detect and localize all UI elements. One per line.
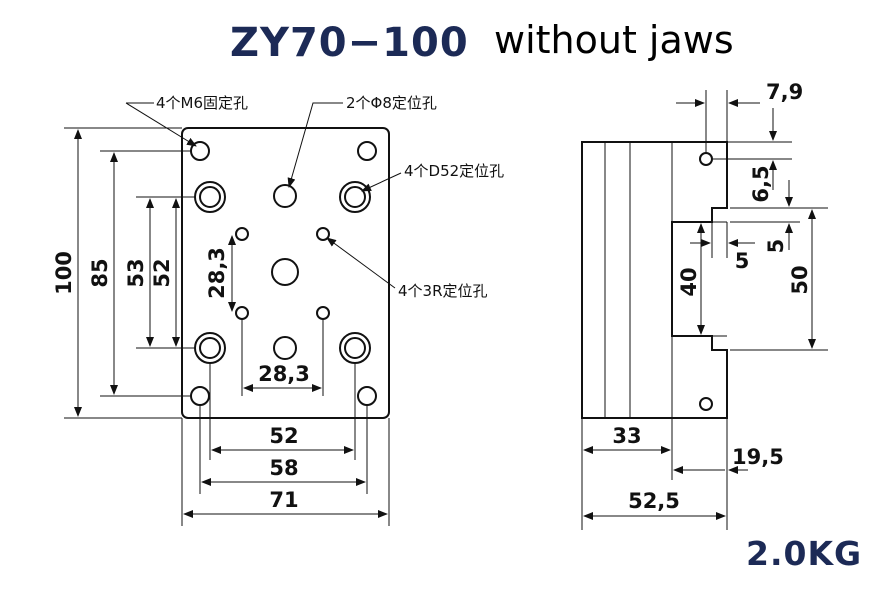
m6-hole-bl xyxy=(190,386,210,406)
d52-hole-tr xyxy=(339,181,371,213)
dim-28-3-v: 28,3 xyxy=(205,247,229,299)
dim-100: 100 xyxy=(52,251,76,295)
r3-hole-br xyxy=(316,306,330,320)
dim-28-3-h: 28,3 xyxy=(258,362,310,386)
callout-3r: 4个3R定位孔 xyxy=(398,282,488,300)
callout-m6: 4个M6固定孔 xyxy=(156,94,248,112)
dim-53: 53 xyxy=(124,258,148,287)
dim-50: 50 xyxy=(788,265,812,294)
callout-d52: 4个D52定位孔 xyxy=(404,162,504,180)
m6-hole-br xyxy=(357,386,377,406)
r3-hole-tr xyxy=(316,227,330,241)
front-plate-outline xyxy=(181,127,390,419)
dim-52-w: 52 xyxy=(269,424,298,448)
model-title: ZY70−100 xyxy=(230,20,469,66)
side-hole-top xyxy=(699,152,713,166)
phi8-pin-bottom xyxy=(273,336,297,360)
d52-hole-br xyxy=(339,332,371,364)
side-view: 7,9 6,5 5 5 40 50 xyxy=(581,80,828,530)
title-note: without jaws xyxy=(494,18,734,62)
weight-label: 2.0KG xyxy=(746,534,863,573)
dim-52-5: 52,5 xyxy=(628,489,680,513)
dim-5-vert: 5 xyxy=(764,239,788,254)
m6-hole-tr xyxy=(357,141,377,161)
r3-hole-tl xyxy=(235,227,249,241)
dim-85: 85 xyxy=(88,258,112,287)
front-view: 100 85 53 52 28,3 28,3 52 58 71 4个M6固定孔 … xyxy=(52,94,504,526)
dim-6-5: 6,5 xyxy=(749,165,773,202)
phi8-pin-top xyxy=(273,184,297,208)
d52-hole-bl xyxy=(194,332,226,364)
callout-phi8: 2个Φ8定位孔 xyxy=(346,94,437,112)
dim-33: 33 xyxy=(612,424,641,448)
dim-40: 40 xyxy=(677,267,701,296)
d52-hole-tl xyxy=(194,181,226,213)
dim-7-9: 7,9 xyxy=(766,80,803,104)
dim-19-5: 19,5 xyxy=(732,445,784,469)
side-body-outline xyxy=(581,141,728,419)
dim-5-horiz: 5 xyxy=(735,249,750,273)
r3-hole-bl xyxy=(235,306,249,320)
dim-52-v: 52 xyxy=(150,258,174,287)
side-hole-bottom xyxy=(699,397,713,411)
dim-58: 58 xyxy=(269,456,298,480)
center-hole xyxy=(271,258,299,286)
dim-71: 71 xyxy=(269,488,298,512)
